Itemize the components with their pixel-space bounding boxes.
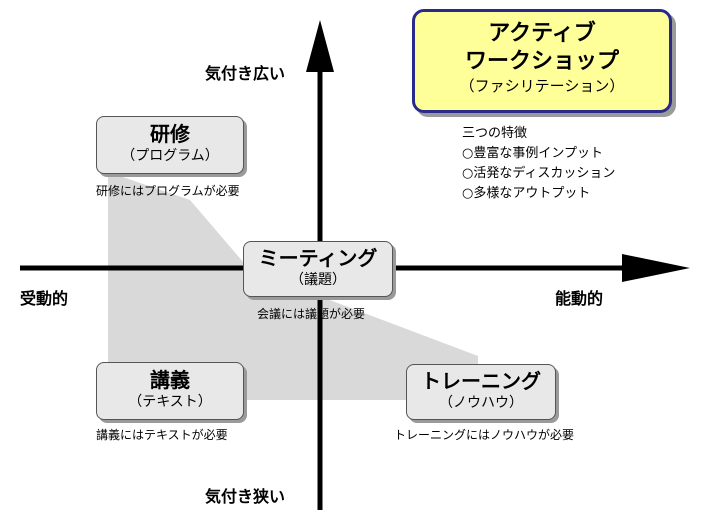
- highlight-line-3: （ファシリテーション）: [459, 77, 625, 95]
- node-kenshu: 研修 （プログラム）: [96, 116, 244, 174]
- features-title: 三つの特徴: [462, 126, 528, 141]
- feature-item: ○多様なアウトプット: [462, 186, 591, 201]
- caption-kogi: 講義にはテキストが必要: [96, 428, 228, 442]
- node-title: 研修: [150, 122, 190, 146]
- caption-meeting: 会議には議題が必要: [257, 307, 366, 321]
- axis-label-right: 能動的: [555, 289, 604, 308]
- up-arrow-head: [306, 20, 334, 72]
- caption-kenshu: 研修にはプログラムが必要: [96, 184, 240, 198]
- node-kogi: 講義 （テキスト）: [96, 362, 244, 420]
- axis-label-top: 気付き広い: [205, 64, 286, 83]
- node-training: トレーニング （ノウハウ）: [406, 364, 556, 420]
- node-subtitle: （ノウハウ）: [439, 395, 523, 411]
- node-subtitle: （プログラム）: [121, 148, 219, 164]
- right-arrow-head: [622, 254, 690, 282]
- node-meeting: ミーティング （議題）: [243, 241, 393, 297]
- highlight-line-2: ワークショップ: [464, 49, 619, 74]
- node-title: ミーティング: [258, 246, 378, 270]
- node-subtitle: （議題）: [290, 272, 346, 288]
- active-workshop-box: アクティブ ワークショップ （ファシリテーション）: [412, 9, 672, 113]
- node-title: 講義: [150, 368, 190, 392]
- axis-label-bottom: 気付き狭い: [205, 487, 286, 506]
- features-list: 三つの特徴 ○豊富な事例インプット ○活発なディスカッション ○多様なアウトプッ…: [462, 124, 615, 204]
- highlight-line-1: アクティブ: [488, 21, 596, 46]
- shaded-region: [108, 172, 478, 400]
- node-title: トレーニング: [421, 369, 541, 393]
- node-subtitle: （テキスト）: [128, 394, 212, 410]
- feature-item: ○活発なディスカッション: [462, 166, 616, 181]
- feature-item: ○豊富な事例インプット: [462, 146, 603, 161]
- caption-training: トレーニングにはノウハウが必要: [394, 428, 575, 442]
- axis-label-left: 受動的: [20, 289, 69, 308]
